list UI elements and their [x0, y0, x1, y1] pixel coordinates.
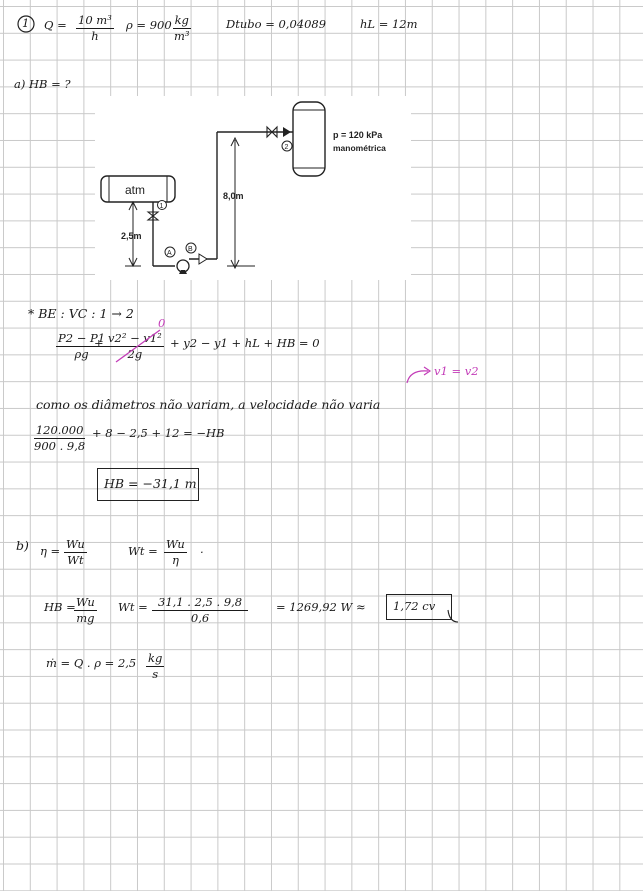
- check-valve-icon: [198, 253, 208, 265]
- calc-fraction: 120.000 900 . 9,8: [32, 424, 87, 452]
- wt-calc-lhs: Wt =: [118, 600, 148, 614]
- density-lhs: ρ = 900: [126, 18, 172, 32]
- velocity-equality-note: v1 = v2: [434, 364, 479, 378]
- point-B-label: B: [188, 246, 193, 253]
- pipe-diameter: Dtubo = 0,04089: [226, 17, 327, 31]
- efficiency-numerator: Wu: [64, 537, 87, 553]
- energy-balance-header: * BE : VC : 1 → 2: [28, 306, 134, 321]
- suction-height-label: 2,5m: [121, 231, 142, 241]
- wt-calc-denominator: 0,6: [190, 610, 210, 625]
- energy-balance-rest: + y2 − y1 + hL + HB = 0: [170, 336, 320, 350]
- wt-calc-result: = 1269,92 W ≈: [276, 600, 366, 614]
- calc-denominator: 900 . 9,8: [34, 438, 86, 453]
- cancel-strike-icon: [115, 329, 161, 363]
- suction-valve-icon: [146, 211, 160, 221]
- hb-fraction: Wu mg: [74, 596, 97, 624]
- density-numerator: kg: [172, 13, 191, 29]
- discharge-valve-icon: [266, 125, 278, 139]
- mass-flow-fraction: kg s: [146, 651, 165, 681]
- pressure-term-numerator: P2 − P1: [56, 331, 108, 347]
- plus-sign: +: [94, 336, 104, 350]
- wt-calc-numerator: 31,1 . 2,5 . 9,8: [152, 596, 249, 611]
- flow-numerator: 10 m³: [76, 13, 114, 29]
- point-1-label: 1: [160, 203, 164, 210]
- wt-calc-fraction: 31,1 . 2,5 . 9,8 0,6: [152, 596, 249, 625]
- box-tail-stroke-icon: [447, 609, 459, 623]
- velocity-term-zero: 0: [158, 316, 166, 330]
- wt-denominator: η: [171, 552, 179, 567]
- hb-numerator: Wu: [74, 595, 97, 611]
- wt-dot: .: [200, 542, 204, 556]
- atm-label: atm: [125, 183, 145, 197]
- part-b-label: b): [16, 538, 29, 553]
- calc-rest: + 8 − 2,5 + 12 = −HB: [92, 426, 225, 440]
- atm-tank: [100, 175, 176, 203]
- velocity-note-arrow-icon: [406, 366, 432, 384]
- mass-flow-denominator: s: [152, 666, 159, 681]
- flow-lhs: Q =: [44, 18, 67, 32]
- item-number: 1: [22, 16, 30, 30]
- mass-flow-numerator: kg: [146, 651, 165, 667]
- velocity-term-numerator: v2² − v1²: [106, 331, 164, 347]
- pump-system-figure: atm 1 A B 2 p = 120 kPa manométrica: [95, 96, 411, 280]
- pressure-vessel: [292, 101, 326, 177]
- efficiency-fraction: Wu Wt: [64, 538, 87, 566]
- point-A-label: A: [167, 250, 172, 257]
- part-a-question: a) HB = ?: [14, 77, 71, 91]
- wt-lhs: Wt =: [128, 544, 158, 558]
- hb-denominator: mg: [76, 610, 95, 625]
- discharge-height-label: 8,0m: [223, 191, 244, 201]
- head-loss: hL = 12m: [360, 17, 418, 31]
- wt-fraction: Wu η: [164, 538, 187, 566]
- flow-fraction: 10 m³ h: [76, 14, 114, 42]
- efficiency-lhs: η =: [40, 544, 61, 558]
- density-fraction: kg m³: [172, 14, 192, 42]
- point-2-label: 2: [285, 144, 289, 151]
- hb-lhs: HB =: [44, 600, 76, 614]
- calc-numerator: 120.000: [33, 423, 86, 439]
- wt-numerator: Wu: [164, 537, 187, 553]
- density-denominator: m³: [174, 28, 190, 43]
- pressure-label: p = 120 kPa: [333, 130, 383, 140]
- pressure-type-label: manométrica: [333, 143, 386, 153]
- flow-denominator: h: [91, 28, 99, 43]
- pressure-term-denominator: ρg: [74, 346, 89, 361]
- wt-final-box: 1,72 cv: [386, 594, 452, 620]
- hb-result-box: HB = −31,1 m: [97, 468, 199, 501]
- item-number-circle-icon: [17, 15, 35, 33]
- pump-system-diagram: atm 1 A B 2 p = 120 kPa manométrica: [100, 101, 386, 274]
- mass-flow: ṁ = Q . ρ = 2,5: [46, 656, 137, 670]
- pressure-term-fraction: P2 − P1 ρg: [56, 331, 108, 361]
- velocity-explanation: como os diâmetros não variam, a velocida…: [36, 397, 381, 412]
- efficiency-denominator: Wt: [67, 552, 84, 567]
